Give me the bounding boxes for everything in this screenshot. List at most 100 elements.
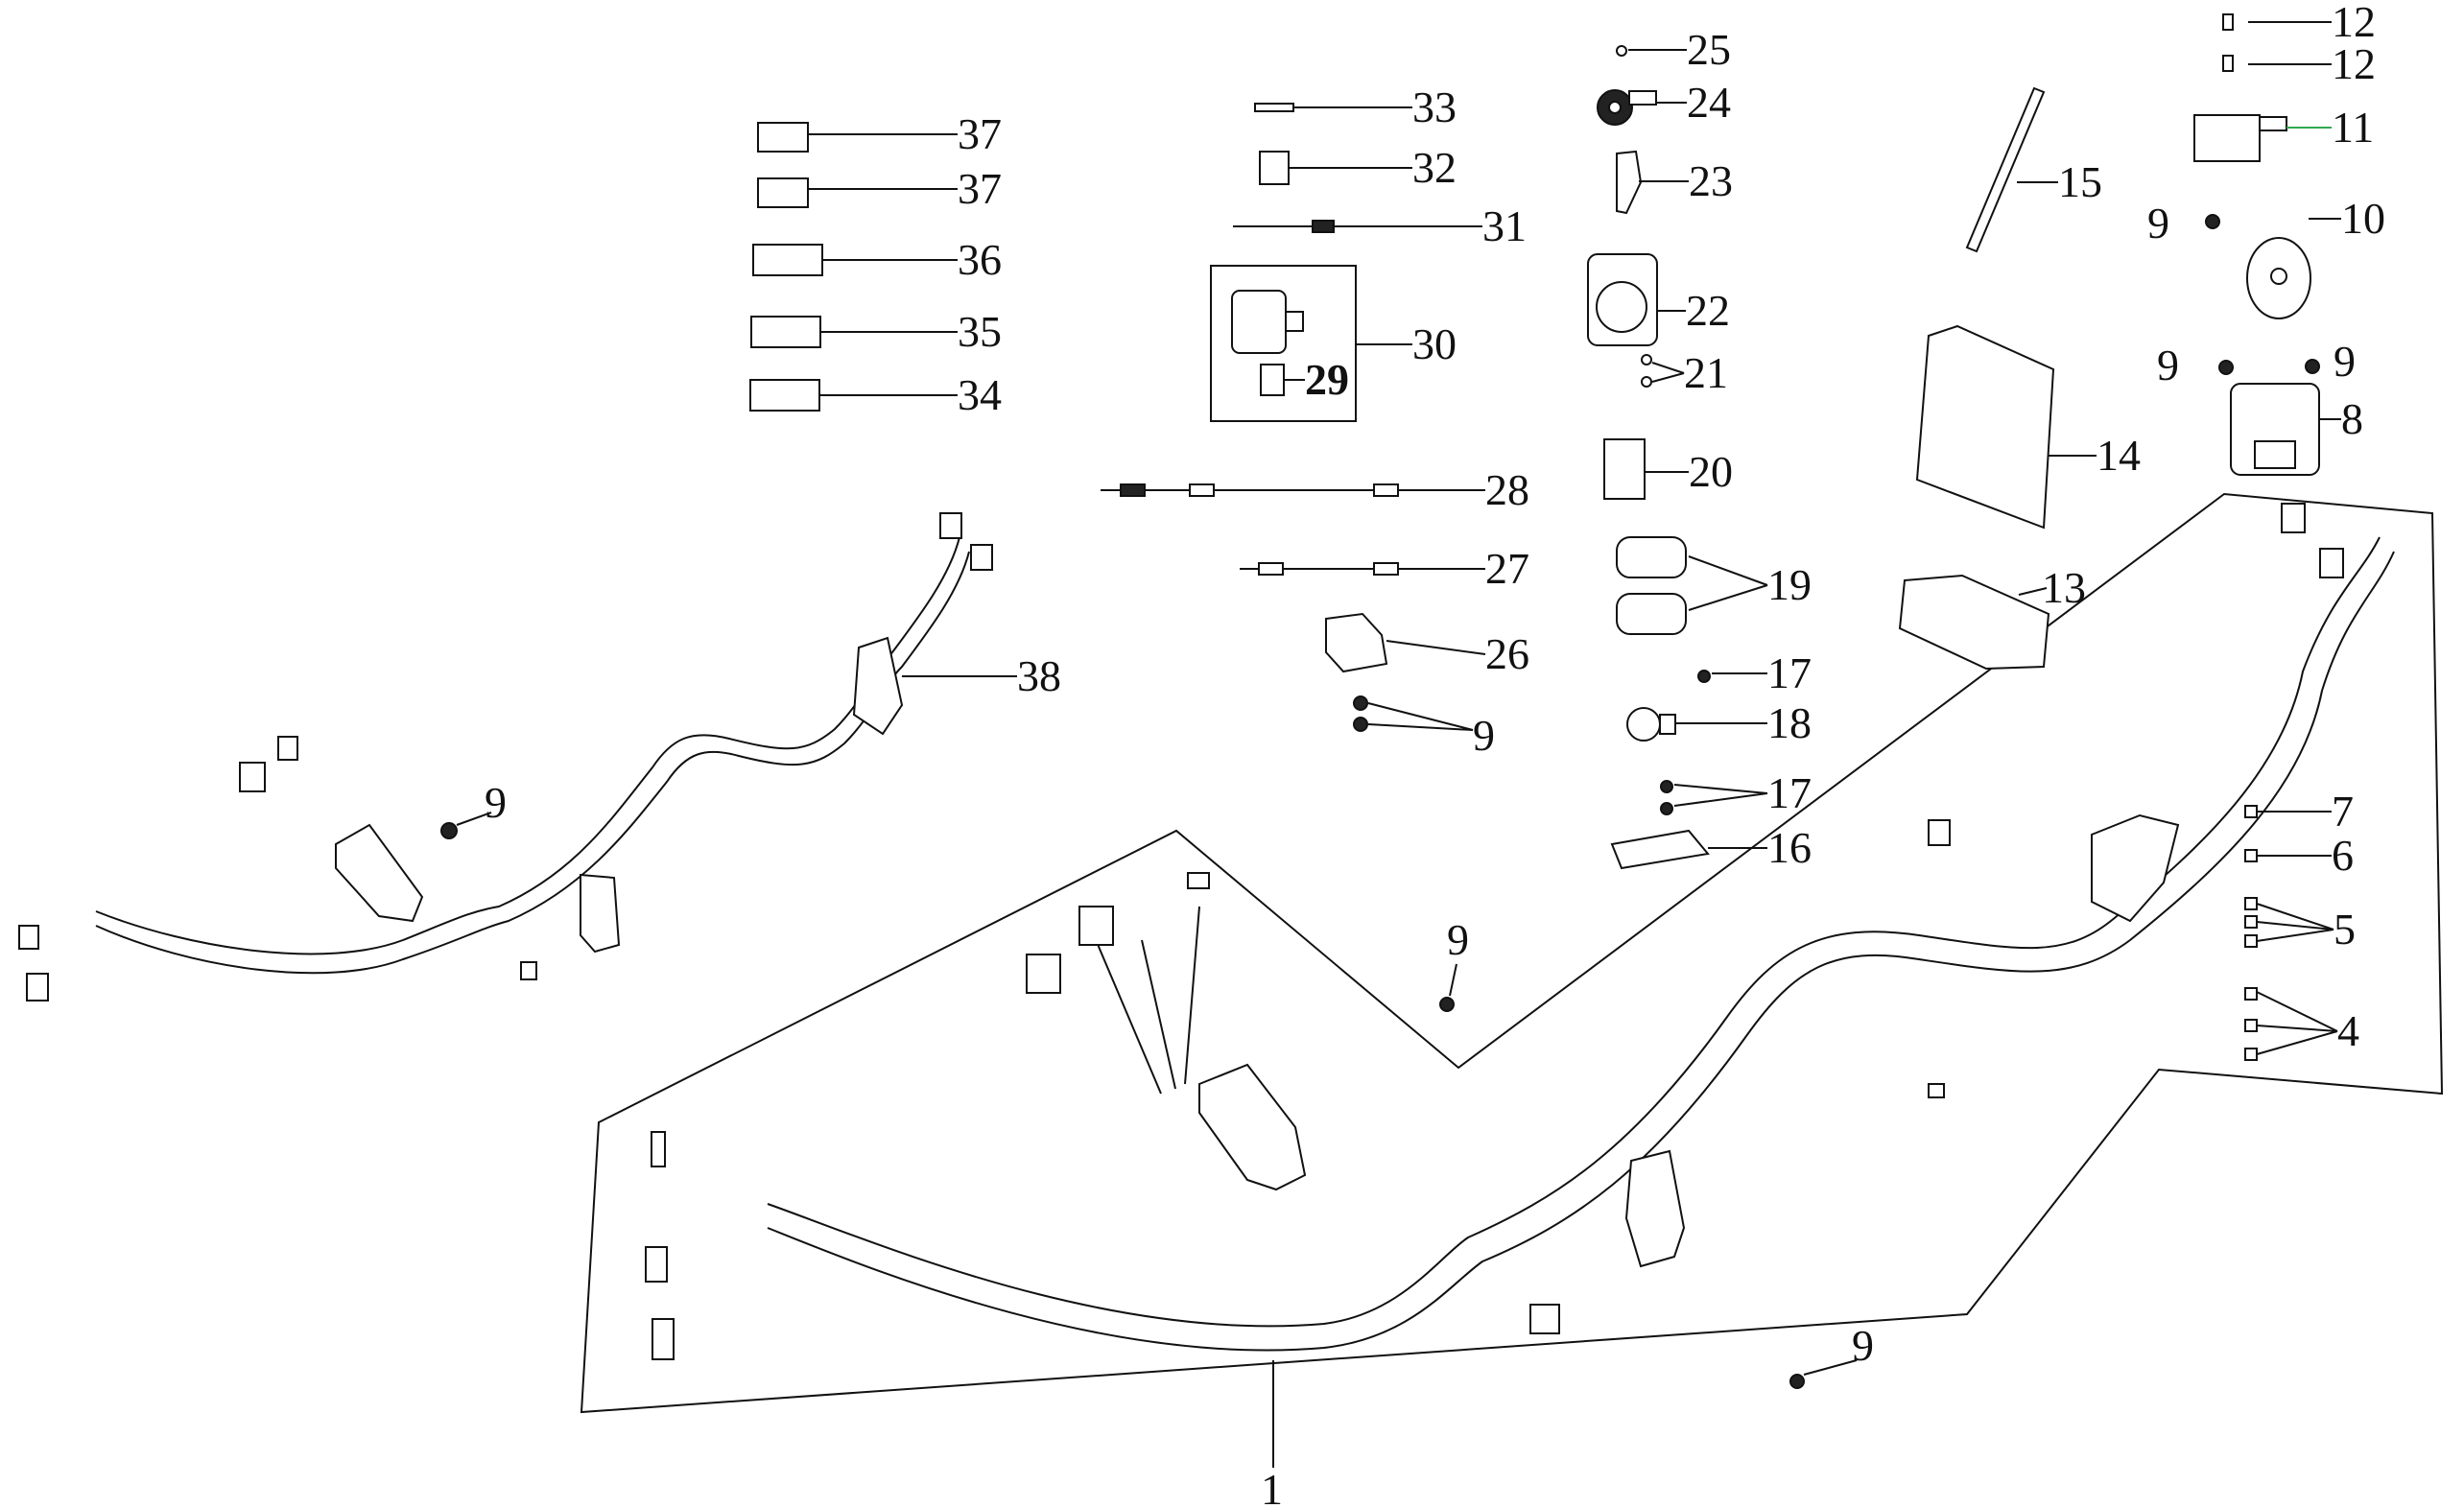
connector	[1187, 872, 1210, 889]
part-34	[749, 379, 958, 412]
connector	[2281, 503, 2306, 533]
main-harness-trunk	[767, 536, 2381, 1328]
part-25	[1616, 45, 1687, 57]
callout-21: 21	[1684, 348, 1728, 397]
callout-29: 29	[1305, 355, 1349, 404]
part-16	[1610, 829, 1767, 870]
callout-31: 31	[1482, 201, 1527, 250]
callout-7: 7	[2332, 787, 2354, 836]
connector	[651, 1131, 666, 1167]
part-37b	[757, 177, 958, 208]
connector	[1928, 819, 1951, 846]
part-4	[2244, 987, 2338, 1061]
secondary-harness-trunk-edge	[95, 551, 970, 975]
part-29	[1260, 364, 1305, 396]
callout-34: 34	[958, 370, 1002, 419]
connector	[652, 1318, 675, 1360]
connector	[277, 736, 298, 761]
part-9-ecu-l	[2218, 360, 2234, 375]
callout-32: 32	[1412, 143, 1457, 192]
part-12b	[2222, 55, 2332, 72]
main-harness-frame	[580, 492, 2444, 1414]
main-harness-trunk-edge	[767, 551, 2395, 1352]
part-9-pair-a	[1353, 695, 1474, 732]
callout-27: 27	[1485, 544, 1529, 593]
callout-38: 38	[1017, 651, 1061, 700]
connector	[1026, 954, 1061, 994]
connector	[1078, 906, 1114, 946]
callout-17: 17	[1767, 648, 1812, 697]
callout-10: 10	[2341, 194, 2385, 243]
callout-9: 9	[485, 778, 507, 827]
connector	[939, 512, 962, 539]
callout-14: 14	[2097, 431, 2141, 480]
part-22	[1587, 253, 1686, 346]
callout-16: 16	[1767, 823, 1812, 872]
callout-4: 4	[2337, 1006, 2359, 1055]
connector	[1928, 1083, 1945, 1098]
harness-boot	[335, 823, 424, 923]
callout-9: 9	[2334, 337, 2356, 386]
callout-19: 19	[1767, 560, 1812, 609]
callout-28: 28	[1485, 465, 1529, 514]
part-33	[1254, 103, 1412, 112]
part-21	[1641, 354, 1685, 388]
connector	[239, 762, 266, 792]
harness-boot	[580, 873, 621, 954]
callout-25: 25	[1687, 25, 1731, 74]
callout-35: 35	[958, 307, 1002, 356]
connector	[1529, 1304, 1560, 1334]
main-harness-group	[580, 492, 2444, 1468]
callout-26: 26	[1485, 629, 1529, 678]
connector	[2319, 548, 2344, 578]
part-35	[750, 316, 958, 348]
part-11	[2193, 114, 2332, 162]
callout-9: 9	[1447, 915, 1469, 964]
part-9-center	[1439, 963, 1457, 1012]
callout-8: 8	[2341, 394, 2363, 443]
callout-6: 6	[2332, 831, 2354, 880]
callout-37: 37	[958, 109, 1002, 158]
part-23	[1616, 150, 1689, 215]
callout-9: 9	[2147, 199, 2169, 247]
part-20	[1603, 438, 1689, 500]
part-26	[1325, 612, 1486, 673]
secondary-harness-trunk	[95, 536, 960, 955]
main-harness-branch	[1093, 906, 1200, 1095]
part-19	[1616, 536, 1768, 635]
part-32	[1259, 151, 1412, 185]
callout-15: 15	[2058, 157, 2102, 206]
part-10	[2246, 218, 2341, 319]
part-9-left	[440, 812, 492, 839]
part-28	[1101, 483, 1485, 497]
part-9-ecu-r	[2305, 359, 2320, 374]
callout-12: 12	[2332, 0, 2376, 46]
callout-18: 18	[1767, 698, 1812, 747]
harness-boot	[2091, 813, 2180, 923]
part-9-horn	[2205, 214, 2220, 229]
callout-24: 24	[1687, 78, 1731, 127]
harness-boot	[1624, 1149, 1686, 1268]
part-9-bottom	[1789, 1359, 1858, 1389]
part-36	[752, 244, 958, 276]
callout-12: 12	[2332, 39, 2376, 88]
connector	[18, 925, 39, 950]
harness-boot	[1198, 1063, 1307, 1191]
part-18	[1626, 707, 1767, 742]
part-17b	[1660, 780, 1768, 815]
connector	[970, 544, 993, 571]
part-27	[1240, 562, 1485, 576]
connector	[26, 973, 49, 1001]
part-13	[1898, 574, 2050, 671]
callout-9: 9	[1473, 711, 1495, 760]
callout-17: 17	[1767, 768, 1812, 817]
part-7	[2244, 805, 2332, 818]
callout-30: 30	[1412, 319, 1457, 368]
callout-33: 33	[1412, 82, 1457, 131]
callout-23: 23	[1689, 156, 1733, 205]
part-14	[1915, 324, 2097, 530]
callout-36: 36	[958, 235, 1002, 284]
part-6	[2244, 849, 2332, 862]
callout-22: 22	[1686, 286, 1730, 335]
